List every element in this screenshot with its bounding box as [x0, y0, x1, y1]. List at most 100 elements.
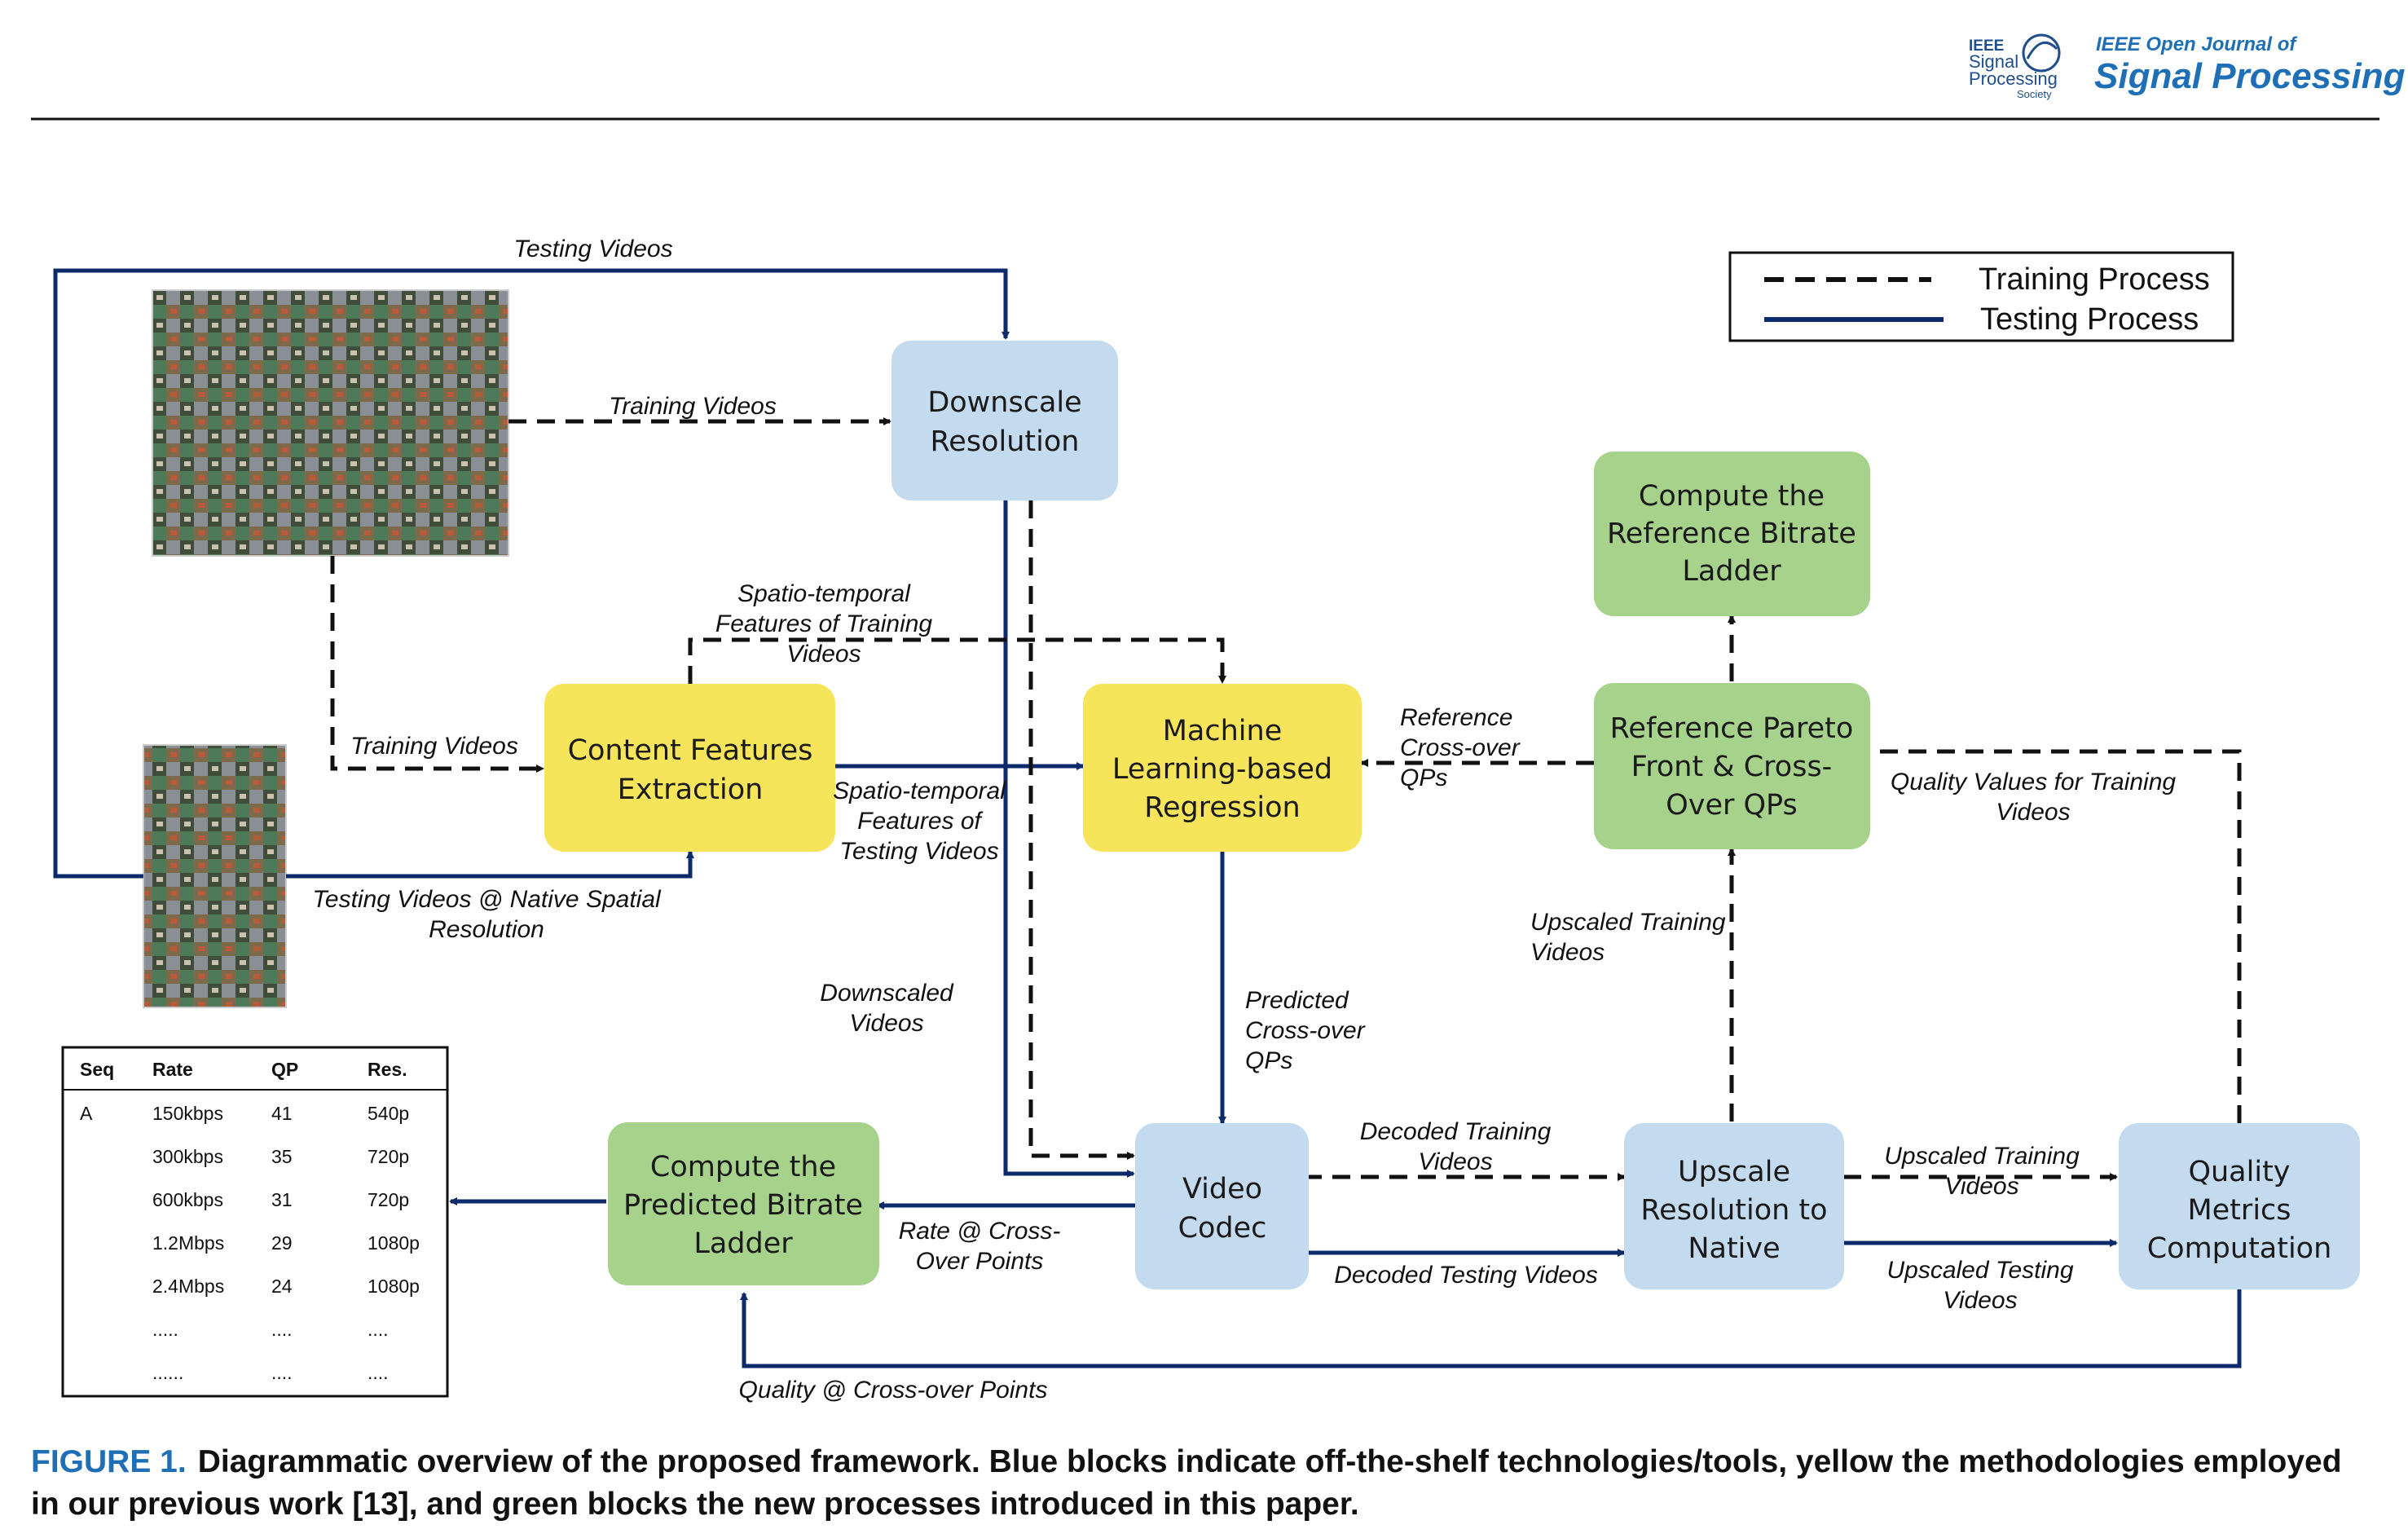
block-ref-pareto-line-3: Over QPs	[1666, 789, 1798, 822]
label-testing-videos-top: Testing Videos	[513, 236, 672, 262]
training-connectors	[330, 417, 2242, 1181]
label-upscaled-training-h-1: Upscaled Training	[1884, 1143, 2080, 1170]
journal-prefix: IEEE Open Journal of	[2096, 33, 2297, 55]
block-ref-pareto-line-1: Reference Pareto	[1610, 712, 1854, 745]
edge-downscale-to-codec	[1003, 500, 1135, 1178]
table-cell: 24	[271, 1276, 293, 1297]
table-cell: 720p	[368, 1146, 409, 1167]
logo-line-1: IEEE	[1969, 37, 2004, 55]
table-cell: 2.4Mbps	[152, 1276, 224, 1297]
block-upscale: Upscale Resolution to Native	[1624, 1123, 1844, 1289]
block-ref-bitrate-ladder-line-3: Ladder	[1682, 555, 1781, 588]
legend-training-label: Training Process	[1979, 262, 2210, 297]
table-cell: 600kbps	[152, 1189, 223, 1210]
table-header-rate: Rate	[152, 1059, 193, 1080]
label-testing-native-1: Testing Videos @ Native Spatial	[312, 886, 662, 913]
training-videos-mosaic	[152, 289, 509, 557]
table-cell: 150kbps	[152, 1103, 223, 1124]
ieee-sps-logo: IEEE Signal Processing Society	[1969, 33, 2061, 100]
table-cell: 540p	[368, 1103, 409, 1124]
edge-downscale-to-codec-training	[1028, 500, 1135, 1160]
block-predicted-bitrate-ladder-line-1: Compute the	[650, 1151, 836, 1183]
table-row: 2.4Mbps 24 1080p	[152, 1276, 420, 1297]
label-spatio-training-1: Spatio-temporal	[737, 580, 911, 607]
label-quality-values-2: Videos	[1996, 799, 2070, 826]
block-ref-pareto-line-2: Front & Cross-	[1631, 751, 1833, 783]
block-upscale-line-2: Resolution to	[1640, 1194, 1827, 1227]
block-content-features: Content Features Extraction	[544, 684, 835, 852]
label-upscaled-testing-2: Videos	[1943, 1287, 2017, 1314]
edge-training-to-features	[330, 556, 544, 773]
testing-videos-mosaic	[143, 744, 287, 1008]
figure-caption-label: FIGURE 1.	[31, 1444, 187, 1479]
block-ml-regression-line-3: Regression	[1144, 791, 1300, 824]
journal-name: Signal Processing	[2094, 56, 2406, 96]
edge-features-to-ml-training	[688, 637, 1226, 684]
table-cell: ....	[368, 1319, 389, 1340]
table-cell: ......	[152, 1362, 183, 1383]
block-predicted-bitrate-ladder-bg	[608, 1122, 879, 1285]
edge-labels: Testing Videos Training Videos Spatio-te…	[312, 236, 2176, 1404]
logo-line-2: Signal	[1969, 51, 2018, 72]
block-ml-regression: Machine Learning-based Regression	[1083, 684, 1362, 852]
block-quality-metrics-bg	[2119, 1123, 2360, 1289]
edge-quality-to-pareto	[1862, 747, 2242, 1123]
block-video-codec-line-1: Video	[1182, 1173, 1262, 1205]
edge-quality-to-predicted-ladder	[740, 1288, 2242, 1368]
label-training-videos-top: Training Videos	[609, 393, 777, 420]
label-predicted-crossover-2: Cross-over	[1245, 1017, 1366, 1044]
block-video-codec-line-2: Codec	[1178, 1212, 1267, 1245]
label-upscaled-training-v-2: Videos	[1530, 939, 1605, 966]
block-predicted-bitrate-ladder: Compute the Predicted Bitrate Ladder	[608, 1122, 879, 1285]
logo-line-4: Society	[2017, 88, 2052, 100]
table-frame	[61, 1046, 449, 1398]
table-cell: 300kbps	[152, 1146, 223, 1167]
table-row: 600kbps 31 720p	[152, 1189, 409, 1210]
label-testing-native-2: Resolution	[429, 916, 544, 943]
label-decoded-training-1: Decoded Training	[1360, 1118, 1552, 1145]
legend-box	[1728, 251, 2234, 342]
block-ml-regression-bg	[1083, 684, 1362, 852]
table-row: 1.2Mbps 29 1080p	[152, 1232, 420, 1254]
label-upscaled-training-v-1: Upscaled Training	[1530, 909, 1726, 936]
testing-connectors	[53, 268, 2242, 1368]
block-upscale-line-3: Native	[1688, 1232, 1780, 1265]
block-ml-regression-line-2: Learning-based	[1112, 753, 1332, 786]
table-row: ..... .... ....	[152, 1319, 389, 1340]
label-downscaled-videos-2: Videos	[849, 1010, 923, 1037]
block-ref-bitrate-ladder: Compute the Reference Bitrate Ladder	[1594, 452, 1870, 616]
block-upscale-bg	[1624, 1123, 1844, 1289]
block-quality-metrics-line-2: Metrics	[2187, 1194, 2291, 1227]
table-row: ...... .... ....	[152, 1362, 389, 1383]
block-ref-pareto-bg	[1594, 683, 1870, 849]
table-cell: ....	[368, 1362, 389, 1383]
table-cell: 29	[271, 1232, 293, 1254]
label-quality-crossover: Quality @ Cross-over Points	[739, 1377, 1048, 1404]
table-row: A 150kbps 41 540p	[80, 1103, 409, 1124]
block-quality-metrics-line-3: Computation	[2147, 1232, 2332, 1265]
table-cell: 35	[271, 1146, 293, 1167]
label-spatio-training-2: Features of Training	[715, 610, 933, 637]
block-predicted-bitrate-ladder-line-2: Predicted Bitrate	[623, 1189, 863, 1222]
label-spatio-testing-1: Spatio-temporal	[833, 778, 1006, 804]
label-upscaled-training-h-2: Videos	[1944, 1173, 2018, 1200]
table-cell: ....	[271, 1362, 293, 1383]
table-row: 300kbps 35 720p	[152, 1146, 409, 1167]
table-cell: .....	[152, 1319, 178, 1340]
label-reference-crossover-1: Reference	[1400, 704, 1512, 731]
table-header-qp: QP	[271, 1059, 298, 1080]
label-spatio-testing-2: Features of	[857, 808, 983, 835]
block-downscale-bg	[891, 341, 1118, 500]
block-downscale-line-1: Downscale	[927, 386, 1081, 419]
block-video-codec: Video Codec	[1135, 1123, 1309, 1289]
block-predicted-bitrate-ladder-line-3: Ladder	[693, 1227, 793, 1260]
block-ref-bitrate-ladder-bg	[1594, 452, 1870, 616]
table-cell: ....	[271, 1319, 293, 1340]
table-cell: 31	[271, 1189, 293, 1210]
label-reference-crossover-2: Cross-over	[1400, 734, 1521, 761]
label-rate-crossover-1: Rate @ Cross-	[899, 1218, 1061, 1245]
label-downscaled-videos-1: Downscaled	[820, 980, 954, 1007]
figure-caption: FIGURE 1.Diagrammatic overview of the pr…	[31, 1441, 2362, 1526]
bitrate-ladder-table: Seq Rate QP Res. A 150kbps 41 540p 300kb…	[61, 1046, 449, 1398]
